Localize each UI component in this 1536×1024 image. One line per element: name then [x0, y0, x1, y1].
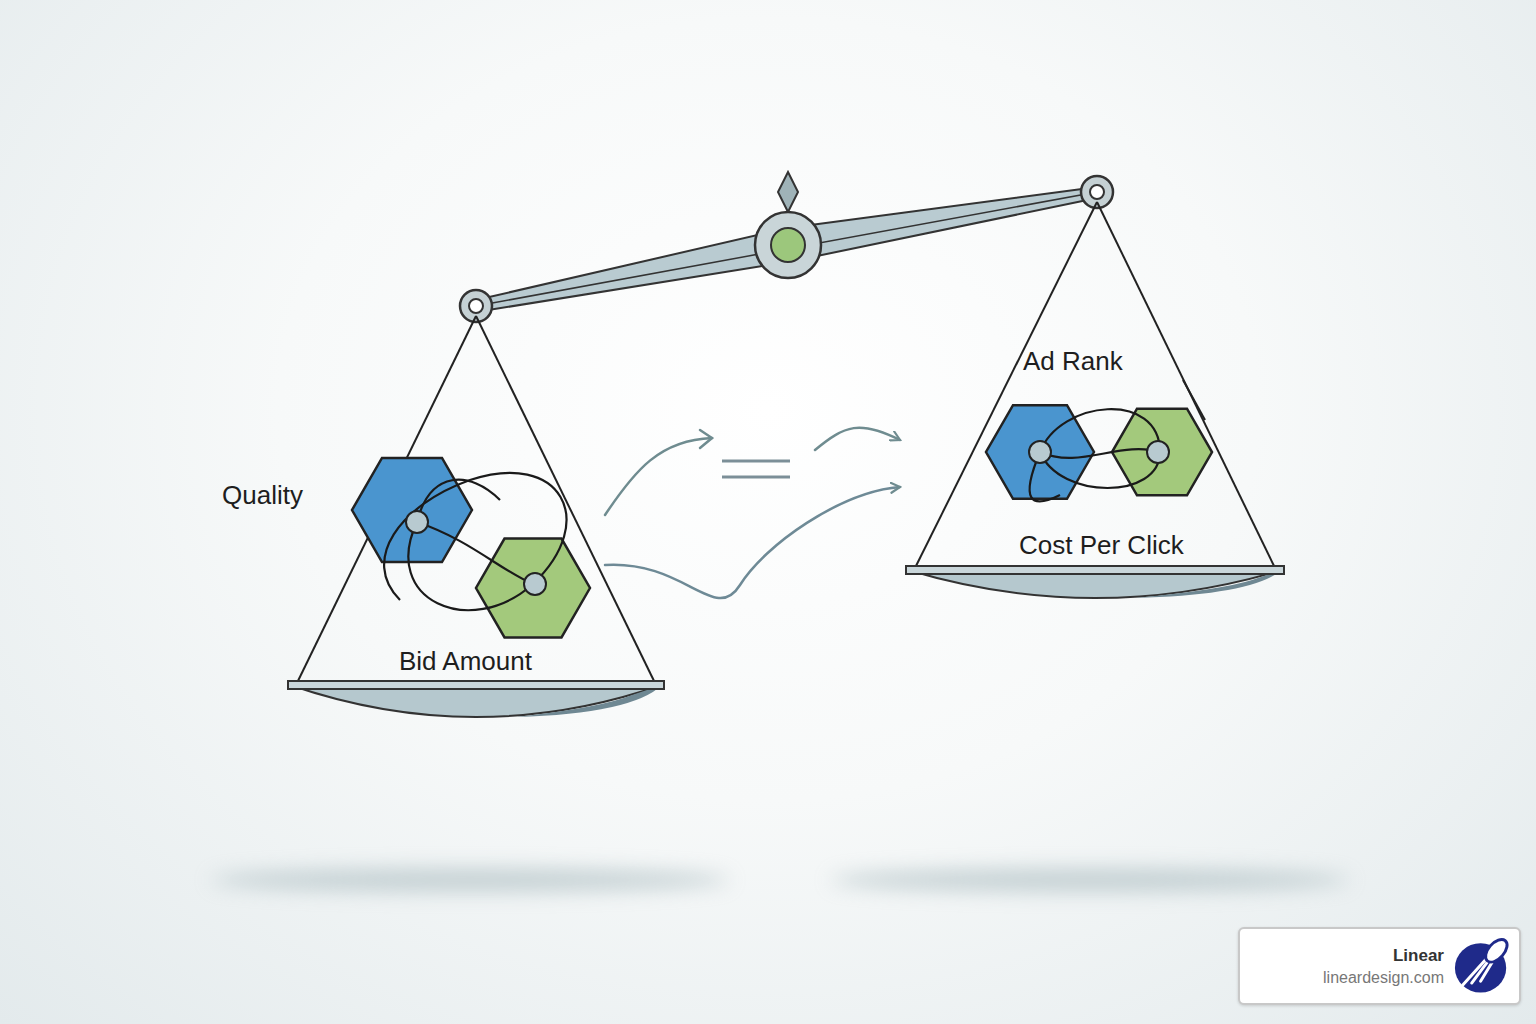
node-dot: [406, 511, 428, 533]
node-dot: [1147, 441, 1169, 463]
pan-string: [296, 316, 476, 685]
hexagon: [986, 405, 1094, 499]
shadow: [830, 868, 1350, 892]
equals-sign: [722, 460, 790, 463]
flow-arrow: [605, 428, 900, 515]
link-loop: [417, 480, 500, 522]
node-label: Linear: [1393, 946, 1444, 966]
node-label: Ad Rank: [1023, 346, 1123, 377]
pan-rim: [906, 566, 1284, 574]
pan-string: [914, 202, 1097, 570]
pivot: [755, 212, 821, 278]
hexagon: [476, 539, 590, 638]
node-dot: [524, 573, 546, 595]
right-pan: Ad RankCost Per Click: [900, 175, 1290, 645]
watermark-box-shape: [1240, 929, 1519, 1003]
link-loop: [417, 522, 533, 584]
hexagon: [1112, 409, 1212, 496]
hexagon: [352, 458, 472, 562]
pan-string: [476, 316, 656, 685]
link-loop: [1040, 409, 1160, 488]
link-loop: [384, 473, 566, 610]
node-dot: [1029, 441, 1051, 463]
watermark-box: Linear lineardesign.com: [1238, 927, 1521, 1005]
hinge-hole: [469, 299, 483, 313]
pan-string: [1097, 202, 1276, 570]
right-pan-shape: [900, 175, 1290, 645]
logo-stripe: [1463, 957, 1489, 985]
node-label: Bid Amount: [399, 646, 532, 677]
pointer-diamond: [778, 172, 798, 212]
node-label: Cost Per Click: [1019, 530, 1184, 561]
node-label: lineardesign.com: [1323, 968, 1444, 987]
pivot-center: [771, 228, 805, 262]
equals-sign: [722, 476, 790, 479]
left-pan: QualityBid Amount: [215, 295, 605, 765]
hinge-hole: [1090, 185, 1104, 199]
node-label: Quality: [222, 480, 303, 511]
shadow: [210, 868, 730, 892]
logo-rocket: [1481, 936, 1511, 966]
link-loop: [1040, 449, 1160, 458]
flow-arrow: [605, 487, 900, 598]
left-pan-shape: [215, 295, 605, 765]
pan-rim: [288, 681, 664, 689]
